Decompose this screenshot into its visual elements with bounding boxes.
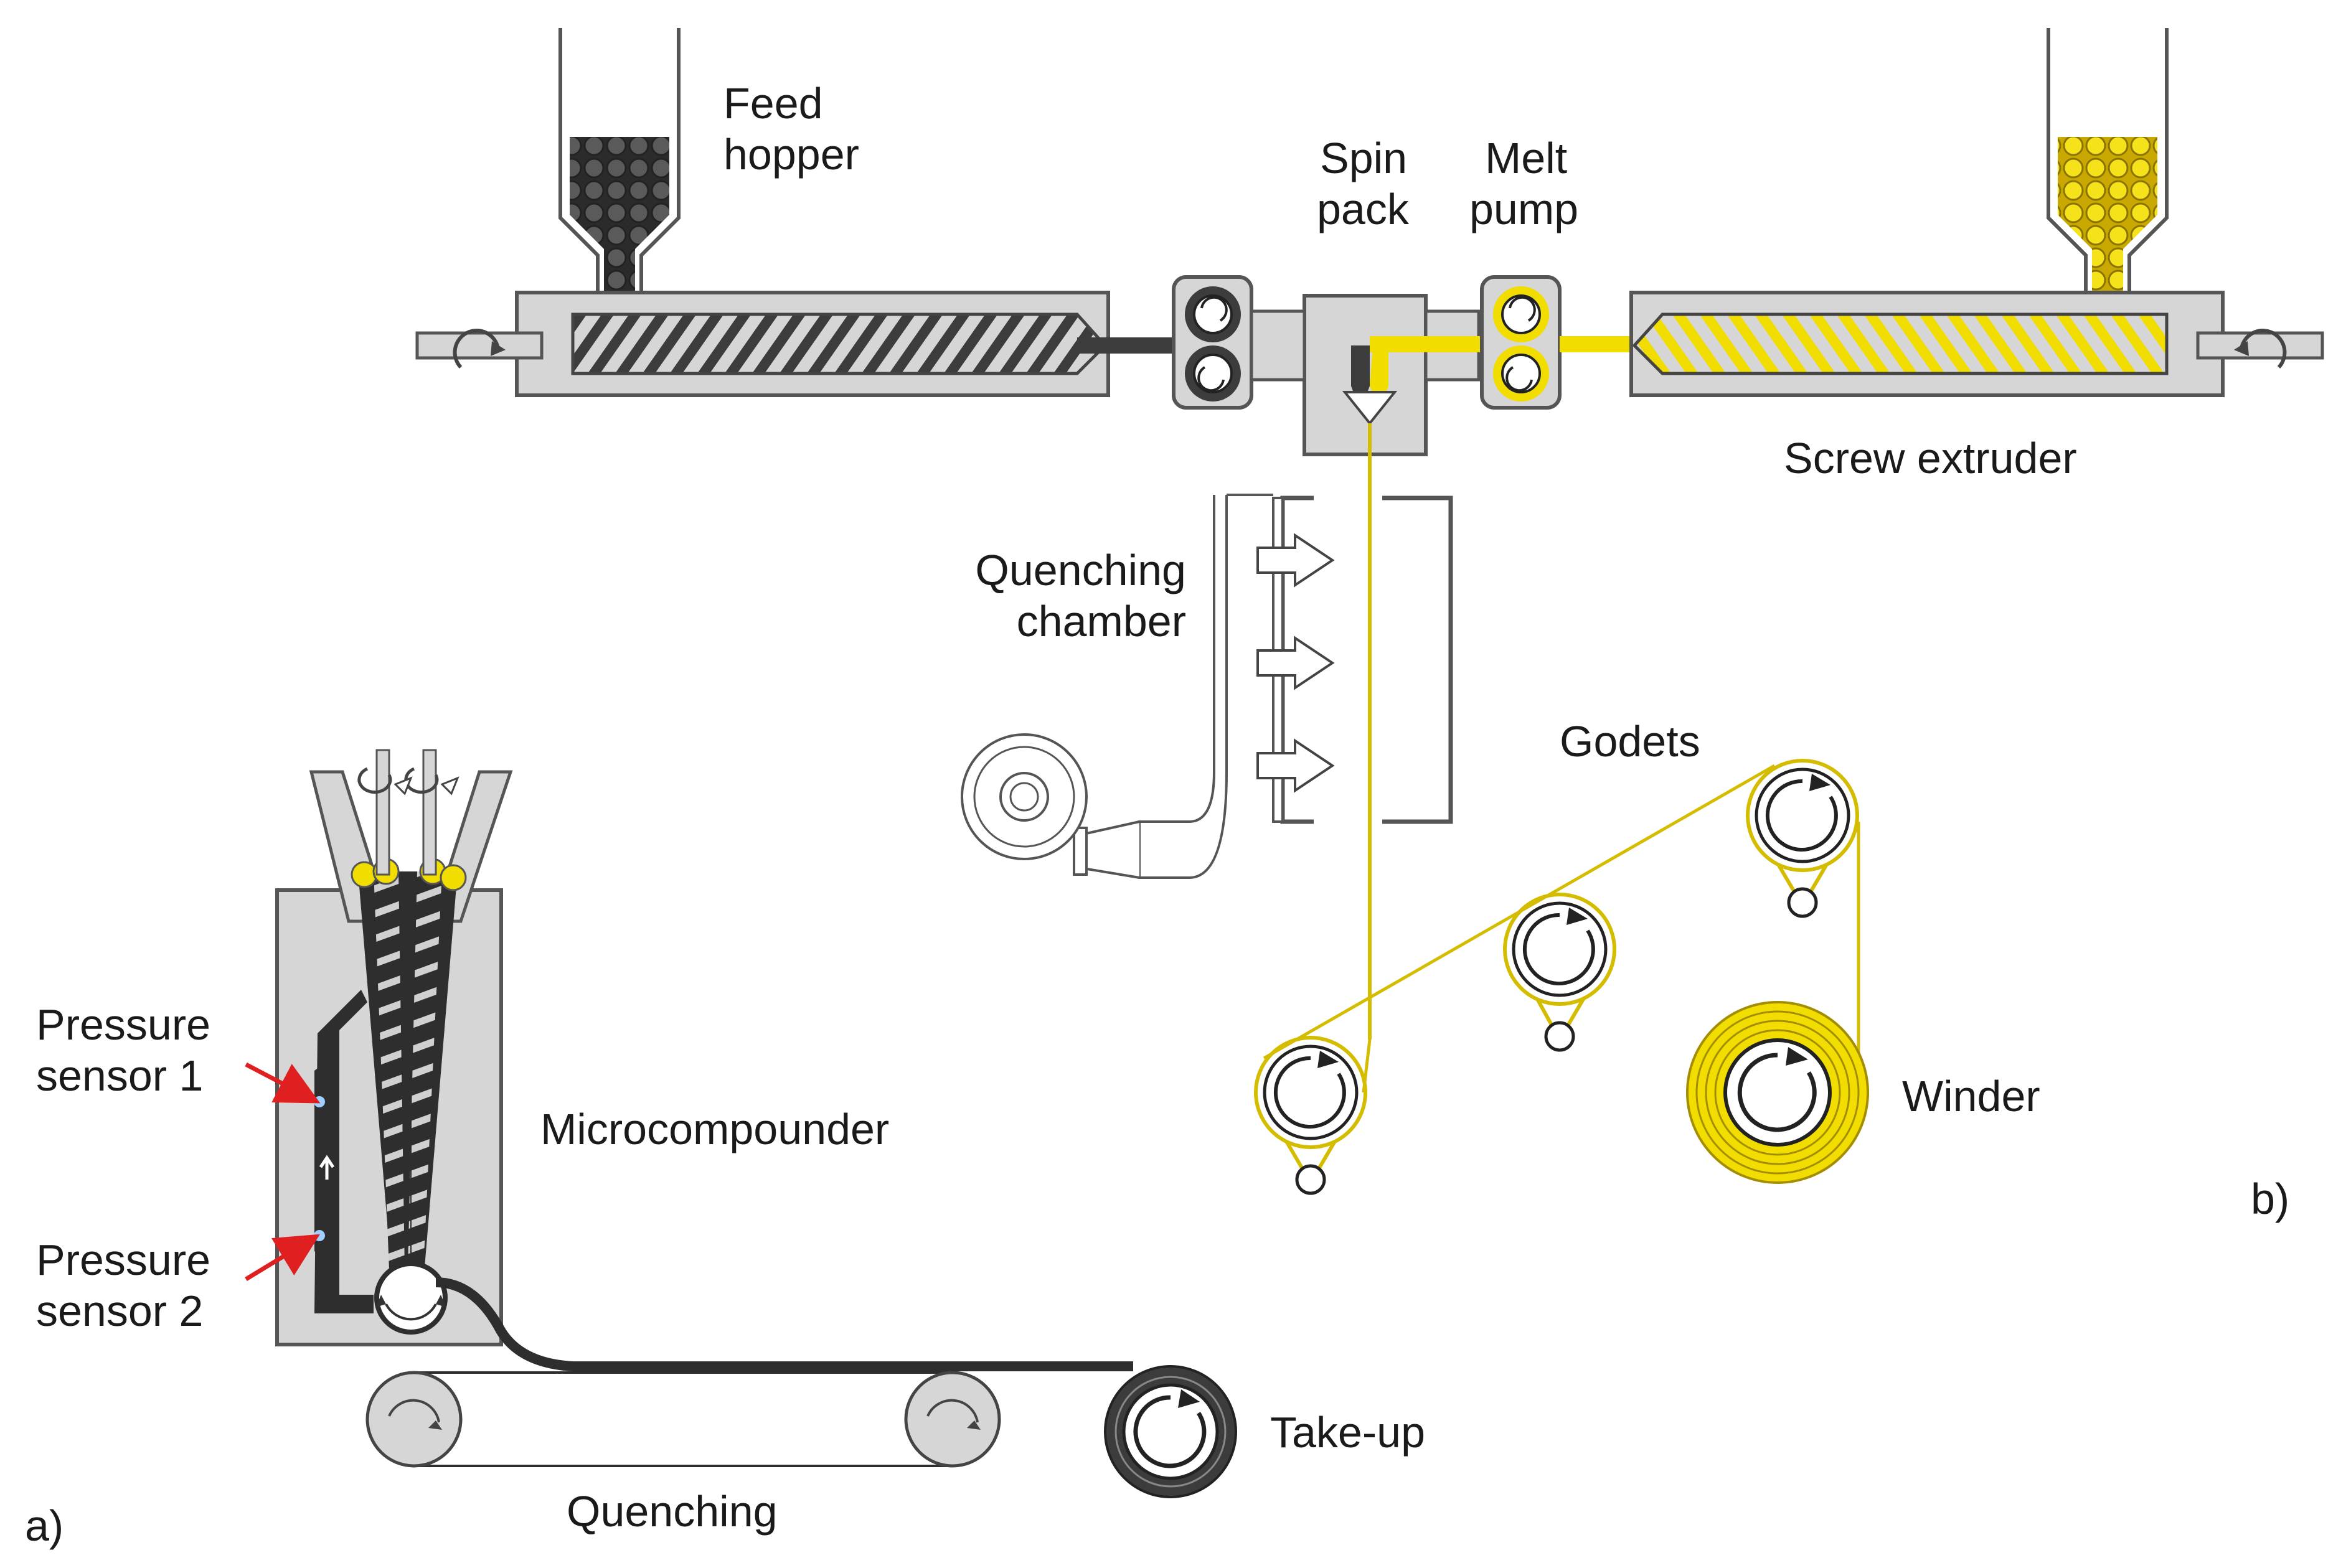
godet-1 xyxy=(1254,1036,1367,1195)
sensor-2-pointer xyxy=(245,1234,320,1281)
quenching-chamber-label: Quenching xyxy=(975,546,1186,594)
feed-hopper-label-2: hopper xyxy=(723,130,859,179)
fiber-path xyxy=(1263,764,1860,1093)
pressure-sensor-2-label: Pressure xyxy=(36,1236,210,1284)
microcompounder-body xyxy=(275,770,513,1346)
melt-pump-left xyxy=(1172,275,1253,410)
feed-hopper-label: Feed xyxy=(723,79,823,128)
spin-pack xyxy=(1250,294,1481,456)
left-extruder-barrel xyxy=(415,291,1183,397)
melt-channel-right xyxy=(1370,336,1482,352)
quenching-label: Quenching xyxy=(567,1487,778,1536)
melt-pump-label-2: pump xyxy=(1469,185,1578,233)
pressure-sensor-1-label-2: sensor 1 xyxy=(36,1051,203,1100)
rotation-arrow-left-icon xyxy=(453,329,506,369)
right-extruder-barrel xyxy=(1629,291,2324,397)
sensor-1-dot xyxy=(314,1096,325,1107)
sensor-1-pointer xyxy=(245,1062,321,1104)
panel-b-label: b) xyxy=(2251,1175,2289,1223)
quenching-conveyor xyxy=(365,1371,1001,1468)
winder xyxy=(1686,1001,1869,1184)
pressure-sensor-2-label-2: sensor 2 xyxy=(36,1287,203,1335)
rotation-arrow-right-icon xyxy=(2234,329,2287,369)
melt-pump-right xyxy=(1480,275,1562,410)
melt-pump-label: Melt xyxy=(1485,134,1567,182)
air-flow-arrow-icon xyxy=(1256,533,1335,793)
microcompounder-screws xyxy=(357,749,459,876)
extruded-strand xyxy=(435,1277,1133,1371)
pressure-sensor-1-label: Pressure xyxy=(36,1000,210,1049)
sensor-2-dot xyxy=(314,1230,325,1241)
microcompounder-label: Microcompounder xyxy=(540,1105,889,1153)
feed-hopper-right xyxy=(2047,28,2169,301)
panel-a-label: a) xyxy=(25,1501,64,1550)
take-up-label: Take-up xyxy=(1270,1408,1425,1457)
feed-hopper-left xyxy=(558,28,681,301)
godet-3 xyxy=(1746,759,1859,918)
spin-pack-label-2: pack xyxy=(1317,185,1410,233)
winder-label: Winder xyxy=(1902,1072,2040,1120)
blower-fan xyxy=(961,494,1273,879)
godets-label: Godets xyxy=(1560,717,1700,766)
take-up-spool xyxy=(1104,1365,1237,1498)
spin-pack-label: Spin xyxy=(1320,134,1407,182)
screw-extruder-label: Screw extruder xyxy=(1784,434,2077,482)
quenching-chamber-label-2: chamber xyxy=(1017,597,1186,646)
godet-2 xyxy=(1503,893,1616,1052)
